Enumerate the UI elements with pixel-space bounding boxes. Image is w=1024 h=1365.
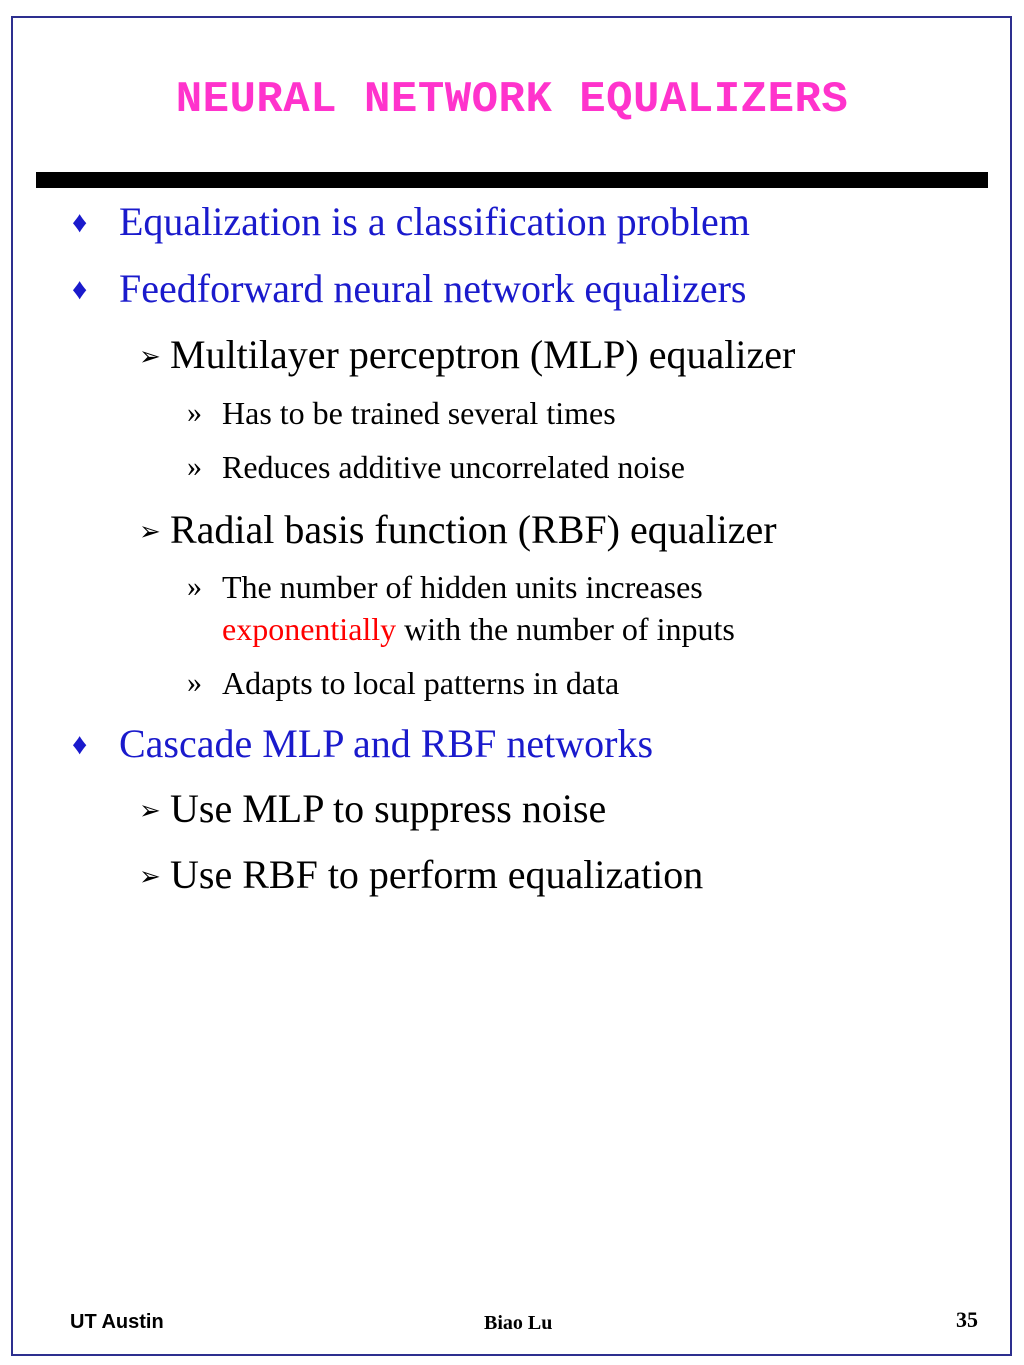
arrow-bullet-icon: ➢ — [139, 342, 161, 371]
detail-reduces-noise: Reduces additive uncorrelated noise — [222, 449, 685, 485]
detail-local-patterns: Adapts to local patterns in data — [222, 665, 620, 701]
detail-hidden-units-rest: with the number of inputs — [396, 611, 735, 647]
detail-hidden-units-line1: The number of hidden units increases — [222, 569, 703, 605]
slide-frame — [11, 16, 1012, 1356]
raquo-bullet-icon: » — [187, 396, 202, 429]
raquo-bullet-icon: » — [187, 570, 202, 603]
bullet-classification: Equalization is a classification problem — [119, 199, 750, 244]
diamond-bullet-icon: ♦ — [72, 206, 88, 239]
footer-institution: UT Austin — [70, 1311, 164, 1333]
detail-hidden-units-line2: exponentially with the number of inputs — [222, 611, 735, 648]
arrow-bullet-icon: ➢ — [139, 862, 161, 891]
detail-trained-several-times: Has to be trained several times — [222, 395, 616, 431]
raquo-bullet-icon: » — [187, 666, 202, 699]
bullet-feedforward: Feedforward neural network equalizers — [119, 266, 747, 311]
footer-author: Biao Lu — [484, 1312, 553, 1334]
sub-bullet-mlp: Multilayer perceptron (MLP) equalizer — [170, 332, 796, 377]
sub-bullet-perform-equalization: Use RBF to perform equalization — [170, 852, 704, 897]
emphasis-exponentially: exponentially — [222, 611, 397, 647]
bullet-cascade: Cascade MLP and RBF networks — [119, 721, 654, 766]
raquo-bullet-icon: » — [187, 450, 202, 483]
slide-title: NEURAL NETWORK EQUALIZERS — [175, 75, 849, 125]
diamond-bullet-icon: ♦ — [72, 273, 88, 306]
sub-bullet-rbf: Radial basis function (RBF) equalizer — [170, 507, 777, 552]
diamond-bullet-icon: ♦ — [72, 728, 88, 761]
page-number: 35 — [956, 1307, 978, 1332]
sub-bullet-suppress-noise: Use MLP to suppress noise — [170, 786, 607, 831]
title-divider — [36, 172, 988, 188]
arrow-bullet-icon: ➢ — [139, 796, 161, 825]
arrow-bullet-icon: ➢ — [139, 517, 161, 546]
